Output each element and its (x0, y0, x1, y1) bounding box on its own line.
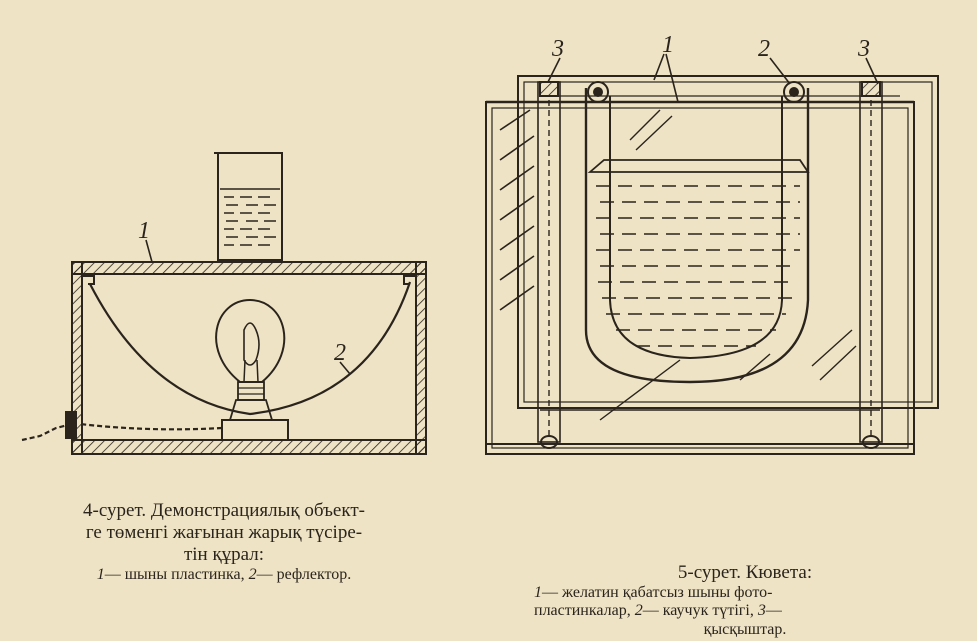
box-outline (71, 261, 427, 455)
fig4-legend-2-num: 2 (248, 565, 257, 583)
beaker (217, 152, 283, 261)
fig4-label-plate: 1 (138, 218, 150, 244)
fig5-label-clip-right: 3 (857, 36, 870, 62)
fig5-legend-3-text: — (765, 602, 782, 620)
fig4-caption-line1: 4-сурет. Демонстрациялық объект- (83, 500, 365, 521)
plate-glare-center (599, 109, 857, 421)
figure-4-caption: 4-сурет. Демонстрациялық объект- ге төме… (0, 500, 448, 584)
cord-grommet (65, 411, 77, 439)
fig5-legend-line3: қысқыштар. (703, 620, 787, 638)
bracket-left (82, 275, 95, 285)
back-plate (517, 75, 939, 409)
bracket-right (403, 275, 416, 285)
fig5-label-tube: 2 (758, 36, 770, 62)
fig5-label-clip-left: 3 (551, 36, 564, 62)
beaker-liquid (220, 188, 280, 246)
fig4-label-reflector: 2 (334, 340, 346, 366)
light-bulb (215, 298, 289, 441)
fig5-legend-1-cont: пластинкалар, (534, 602, 635, 620)
figure-5-caption: 5-сурет. Кювета: 1— желатин қабатсыз шын… (520, 562, 970, 639)
reflector (89, 281, 412, 416)
fig4-legend-1-text: — шыны пластинка, (104, 565, 249, 583)
rubber-tube (584, 81, 810, 384)
glass-plate (71, 261, 427, 275)
fig5-label-plates: 1 (662, 32, 674, 58)
fig5-legend-line1: 1— желатин қабатсыз шыны фото- (520, 584, 970, 602)
cord-outside (21, 422, 73, 442)
fig5-legend-1-num: 1 (534, 583, 542, 601)
fig5-legend-3-num: 3 (757, 602, 766, 620)
leader-3-left (547, 57, 561, 83)
electric-cord (79, 422, 223, 431)
box-wall-left (71, 261, 83, 455)
front-plate (485, 101, 915, 455)
box-wall-right (415, 261, 427, 455)
leader-1-b (665, 53, 679, 103)
fig4-caption-line2: ге төменгі жағынан жарық түсіре- (85, 521, 363, 543)
leader-3-right (865, 57, 879, 85)
leader-1-a (653, 53, 665, 81)
plate-glare-left (499, 109, 535, 311)
fig4-legend: 1— шыны пластинка, 2— рефлектор. (0, 566, 448, 584)
fig5-legend-line2: пластинкалар, 2— каучук түтігі, 3— (520, 602, 970, 620)
leader-2 (769, 57, 791, 85)
clip-left (537, 81, 561, 449)
figure-5-cuvette (485, 53, 939, 455)
liquid-surface (587, 159, 810, 173)
fig5-caption-title: 5-сурет. Кювета: (677, 562, 813, 583)
fig4-legend-2-text: — рефлектор. (256, 565, 352, 583)
fig4-legend-1-num: 1 (96, 565, 105, 583)
figure-4-illumination-device (21, 152, 427, 455)
fig4-caption-line3: тін құрал: (183, 543, 265, 565)
leader-1 (145, 239, 153, 263)
fig5-legend-1-text: — желатин қабатсыз шыны фото- (542, 583, 773, 601)
leader-2 (339, 361, 351, 375)
clip-right (859, 81, 883, 449)
fig5-legend-2-text: — каучук түтігі, (642, 602, 758, 620)
cuvette-liquid (596, 185, 800, 347)
box-base (71, 439, 427, 455)
fig5-legend-2-num: 2 (634, 602, 643, 620)
